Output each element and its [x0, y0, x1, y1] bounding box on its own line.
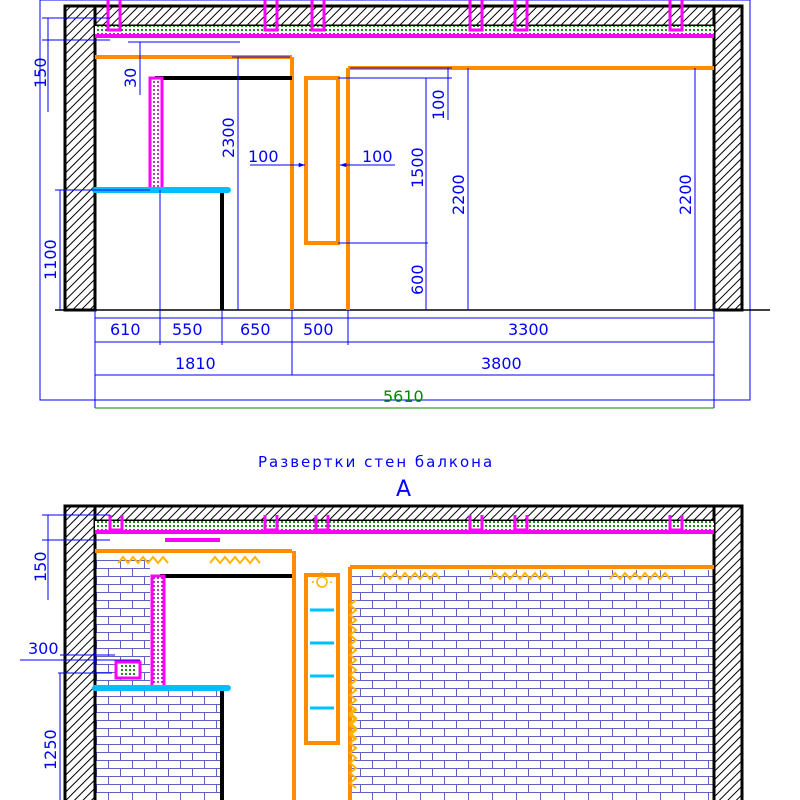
- right-wall: [712, 4, 744, 312]
- dim-1250: 1250: [41, 729, 60, 770]
- dim-total-5610: 5610: [383, 387, 424, 406]
- dim-100-right: 100: [362, 147, 393, 166]
- ceiling-slab: [63, 4, 742, 28]
- dim-150-bottom: 150: [31, 551, 50, 582]
- ceiling-slab-b: [63, 504, 742, 523]
- drawing-border: [39, 0, 751, 401]
- brick-left-lower: [95, 690, 222, 800]
- dim-bottom-650: 650: [240, 320, 271, 339]
- dim-bottom-3300: 3300: [508, 320, 549, 339]
- dim-30: 30: [121, 68, 140, 88]
- ceiling-insulation: [95, 26, 714, 36]
- orange-framing-b: [95, 549, 714, 800]
- dim-2300: 2300: [219, 117, 238, 158]
- ceiling-insulation-b: [95, 521, 714, 531]
- drawing-title: Развертки стен балкона: [258, 453, 494, 471]
- light-fixture: [312, 572, 332, 588]
- left-wall-b: [63, 504, 97, 800]
- dim-2200-right: 2200: [676, 174, 695, 215]
- ceiling-profiles-b: [108, 515, 684, 532]
- dim-150-top: 150: [31, 57, 50, 88]
- left-wall: [63, 4, 97, 312]
- dim-bottom-550: 550: [172, 320, 203, 339]
- ceiling-profiles: [106, 0, 684, 32]
- dim-1500: 1500: [408, 147, 427, 188]
- dim-bottom-610: 610: [110, 320, 141, 339]
- top-dimension-lines: [42, 17, 715, 408]
- bottom-elevation: 150 300 1250: [20, 504, 744, 800]
- bottom-dimension-lines: [20, 514, 140, 800]
- dim-1100: 1100: [41, 239, 60, 280]
- cabinet-side-panel-b: [150, 574, 166, 690]
- dim-bottom-500: 500: [303, 320, 334, 339]
- dim-300: 300: [28, 639, 59, 658]
- dim-100-left: 100: [248, 147, 279, 166]
- right-wall-b: [712, 504, 744, 800]
- brick-right: [350, 570, 714, 800]
- dim-100-vertical: 100: [429, 89, 448, 120]
- shelves: [310, 608, 334, 710]
- top-elevation: 150 30 2300 100 1500 600 2200 2200 1100 …: [31, 0, 770, 409]
- orange-framing: [95, 55, 714, 310]
- cabinet-side-panel: [148, 76, 164, 192]
- led-strips: [117, 555, 671, 789]
- socket-inner: [120, 665, 136, 675]
- dim-mid-1810: 1810: [175, 354, 216, 373]
- section-letter: А: [396, 477, 411, 502]
- dim-600: 600: [408, 264, 427, 295]
- dim-2200-left: 2200: [449, 174, 468, 215]
- dim-mid-3800: 3800: [481, 354, 522, 373]
